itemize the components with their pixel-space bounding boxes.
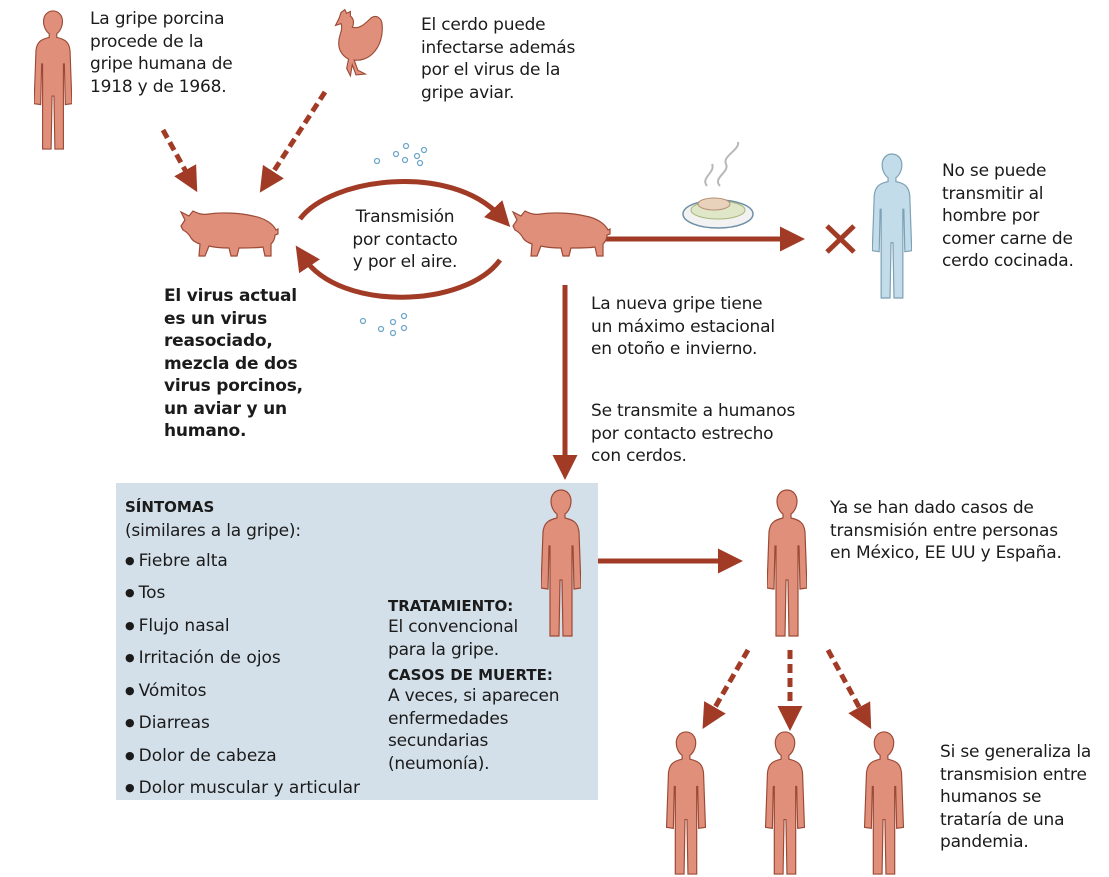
human-to-pig-arrow [160,128,198,193]
to-humans-note: Se transmite a humanos por contacto estr… [591,401,796,466]
pig-transmission-arrows [295,179,511,300]
flow-arrows [552,224,856,574]
hen-to-pig-arrow [259,90,328,193]
symptoms-block: SÍNTOMAS (similares a la gripe): Fiebre … [125,497,360,806]
treatment-text: El convencional para la gripe. [388,617,519,660]
cooked-pork-plate-icon [682,141,754,229]
human-figure-icon [765,731,805,875]
symptom-item: Dolor muscular y articular [125,773,360,806]
symptom-item: Vómitos [125,676,360,709]
transmission-note: Transmisión por contacto y por el aire. [352,207,458,272]
deaths-heading: CASOS DE MUERTE: [388,666,553,684]
origin-human-note: La gripe porcina procede de la gripe hum… [90,9,233,97]
origin-arrows [160,90,328,193]
human-figure-icon [767,489,807,637]
spread-arrow-left [702,648,751,729]
symptom-item: Dolor de cabeza [125,741,360,774]
seasonal-note: La nueva gripe tiene un máximo estaciona… [591,294,775,359]
avian-note: El cerdo puede infectarse además por el … [421,15,576,103]
treatment-heading: TRATAMIENTO: [388,597,514,615]
virus-particles-icon [359,142,428,337]
cross-mark-2 [825,224,856,254]
treatment-block: TRATAMIENTO: El convencional para la gri… [388,596,559,775]
symptom-item: Flujo nasal [125,611,360,644]
symptom-item: Irritación de ojos [125,643,360,676]
symptom-item: Tos [125,578,360,611]
symptom-item: Diarreas [125,708,360,741]
symptom-item: Fiebre alta [125,546,360,579]
deaths-text: A veces, si aparecen enfermedades secund… [388,686,560,774]
spread-arrow-right [825,648,872,730]
human-figure-icon [864,731,904,875]
human-figure-icon [666,731,706,875]
human-figure-icon [34,10,72,150]
symptoms-subheading: (similares a la gripe): [125,521,301,541]
person-to-person-note: Ya se han dado casos de transmisión entr… [830,498,1062,563]
symptoms-heading: SÍNTOMAS [125,498,215,516]
lower-arc-arrow [295,245,503,300]
pandemic-arrows [702,648,872,731]
reassorted-virus-note: El virus actual es un virus reasociado, … [164,286,303,441]
symptom-list: Fiebre altaTosFlujo nasalIrritación de o… [125,546,360,806]
pandemic-note: Si se generaliza la transmision entre hu… [940,742,1092,852]
no-meat-note: No se puede transmitir al hombre por com… [942,161,1074,271]
upper-arc-arrow [297,179,511,227]
